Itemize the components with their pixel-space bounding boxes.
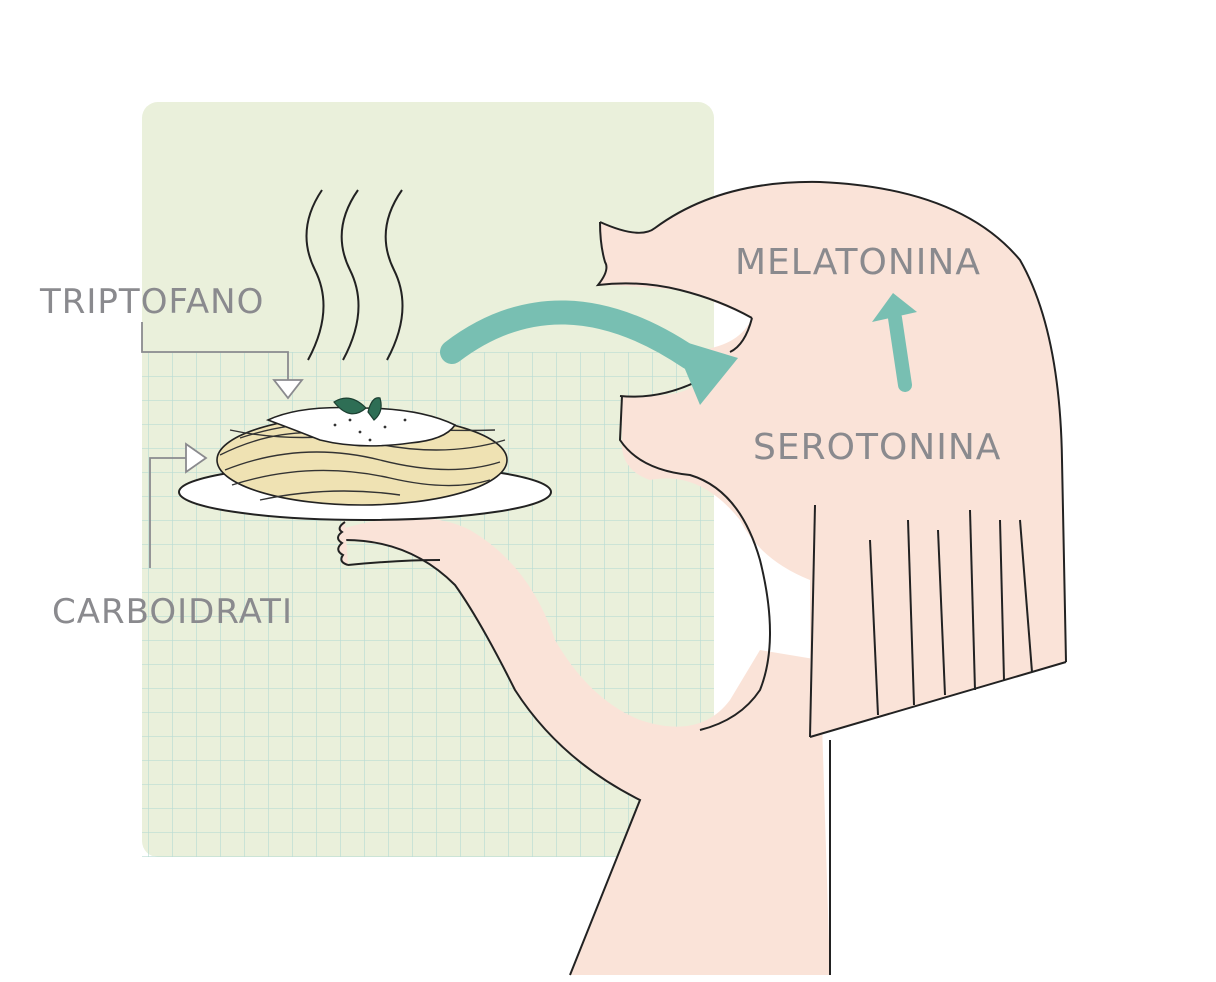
melatonina-label: MELATONINA [735,242,981,283]
carboidrati-label: CARBOIDRATI [52,592,293,632]
triptofano-label: TRIPTOFANO [40,282,265,322]
up-arrow-icon [872,293,917,392]
carboidrati-connector [149,442,208,568]
serotonina-label: SEROTONINA [753,427,1002,468]
steam-lines-icon [305,189,404,361]
curved-arrow-icon [440,300,738,405]
person-silhouette [337,180,1067,976]
triptofano-connector [141,322,304,400]
pasta-plate [178,397,552,521]
basil-leaf-icon [333,397,382,421]
